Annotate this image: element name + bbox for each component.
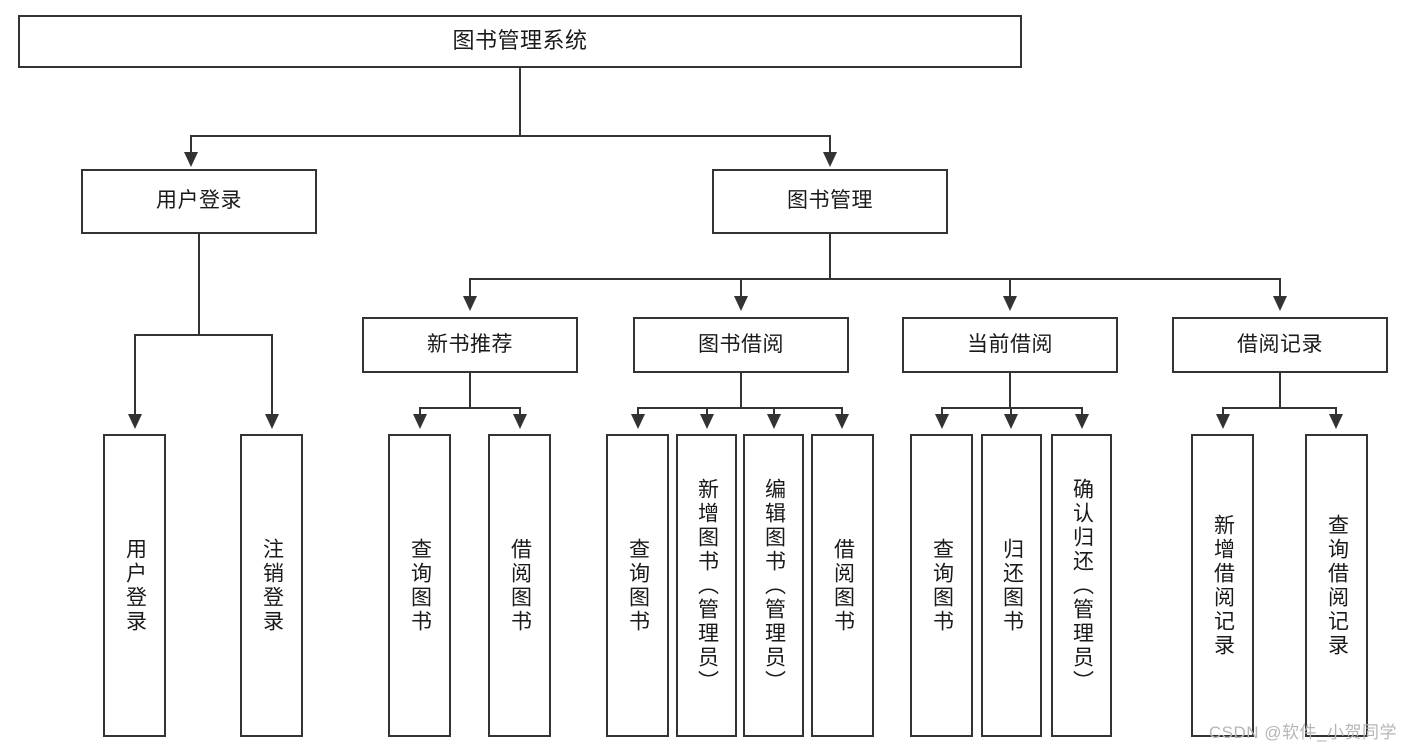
edge-cb-drop-2	[1010, 407, 1012, 417]
leaf-query-record[interactable]: 查询借阅记录	[1305, 434, 1368, 737]
node-book-manage[interactable]: 图书管理	[712, 169, 948, 234]
edge-bb-drop-1	[637, 407, 639, 417]
node-current-borrow-label: 当前借阅	[967, 332, 1053, 356]
edge-root-drop-right	[829, 135, 831, 155]
edge-nbr-stem	[469, 373, 471, 408]
leaf-add-record-label: 新增借阅记录	[1211, 513, 1235, 658]
edge-user-login-bus	[134, 334, 273, 336]
node-book-borrow-label: 图书借阅	[698, 332, 784, 356]
arrow-to-leaf-query-book-3	[935, 414, 949, 429]
arrow-to-current-borrow	[1003, 296, 1017, 311]
node-borrow-record-label: 借阅记录	[1237, 332, 1323, 356]
edge-cb-drop-1	[941, 407, 943, 417]
arrow-to-book-borrow	[734, 296, 748, 311]
edge-nbr-drop-2	[519, 407, 521, 417]
edge-br-bus	[1222, 407, 1337, 409]
arrow-to-leaf-borrow-book-1	[513, 414, 527, 429]
node-current-borrow[interactable]: 当前借阅	[902, 317, 1118, 373]
leaf-borrow-book-2-label: 借阅图书	[831, 537, 855, 634]
edge-bb-drop-3	[773, 407, 775, 417]
leaf-edit-book[interactable]: 编辑图书（管理员）	[743, 434, 804, 737]
edge-book-manage-bus	[469, 278, 1281, 280]
edge-book-manage-stem	[829, 234, 831, 279]
edge-root-drop-left	[190, 135, 192, 155]
edge-bm-drop-2	[740, 278, 742, 299]
edge-bm-drop-3	[1009, 278, 1011, 299]
node-root-label: 图书管理系统	[452, 28, 588, 54]
arrow-to-leaf-query-book-1	[413, 414, 427, 429]
leaf-confirm-return[interactable]: 确认归还（管理员）	[1051, 434, 1112, 737]
leaf-query-book-3[interactable]: 查询图书	[910, 434, 973, 737]
edge-br-drop-2	[1335, 407, 1337, 417]
leaf-query-book-2-label: 查询图书	[626, 537, 650, 634]
node-root[interactable]: 图书管理系统	[18, 15, 1022, 68]
node-borrow-record[interactable]: 借阅记录	[1172, 317, 1388, 373]
node-user-login[interactable]: 用户登录	[81, 169, 317, 234]
arrow-to-leaf-query-record	[1329, 414, 1343, 429]
arrow-to-leaf-return-book	[1004, 414, 1018, 429]
edge-br-stem	[1279, 373, 1281, 408]
edge-cb-stem	[1009, 373, 1011, 408]
node-book-manage-label: 图书管理	[787, 189, 873, 213]
watermark: CSDN @软件_小贺同学	[1208, 723, 1397, 742]
edge-cb-drop-3	[1081, 407, 1083, 417]
edge-nbr-bus	[419, 407, 521, 409]
arrow-to-leaf-add-record	[1216, 414, 1230, 429]
arrow-to-leaf-query-book-2	[631, 414, 645, 429]
arrow-to-leaf-user-login	[128, 414, 142, 429]
leaf-query-book-1[interactable]: 查询图书	[388, 434, 451, 737]
edge-user-login-drop-1	[134, 334, 136, 417]
leaf-logout-login[interactable]: 注销登录	[240, 434, 303, 737]
arrow-to-borrow-record	[1273, 296, 1287, 311]
arrow-to-leaf-borrow-book-2	[835, 414, 849, 429]
leaf-borrow-book-1-label: 借阅图书	[508, 537, 532, 634]
arrow-to-new-book-recommend	[463, 296, 477, 311]
edge-user-login-stem	[198, 234, 200, 335]
edge-root-stem	[519, 68, 521, 136]
arrow-to-leaf-edit-book	[767, 414, 781, 429]
leaf-return-book[interactable]: 归还图书	[981, 434, 1042, 737]
leaf-borrow-book-1[interactable]: 借阅图书	[488, 434, 551, 737]
edge-user-login-drop-2	[271, 334, 273, 417]
arrow-to-leaf-add-book	[700, 414, 714, 429]
leaf-add-record[interactable]: 新增借阅记录	[1191, 434, 1254, 737]
leaf-query-book-2[interactable]: 查询图书	[606, 434, 669, 737]
edge-bb-stem	[740, 373, 742, 408]
node-book-borrow[interactable]: 图书借阅	[633, 317, 849, 373]
node-new-book-recommend-label: 新书推荐	[427, 332, 513, 356]
leaf-query-book-1-label: 查询图书	[408, 537, 432, 634]
edge-bb-drop-2	[706, 407, 708, 417]
edge-nbr-drop-1	[419, 407, 421, 417]
leaf-edit-book-label: 编辑图书（管理员）	[762, 477, 786, 694]
edge-br-drop-1	[1222, 407, 1224, 417]
arrow-to-leaf-logout-login	[265, 414, 279, 429]
leaf-query-record-label: 查询借阅记录	[1325, 513, 1349, 658]
node-user-login-label: 用户登录	[156, 189, 242, 213]
arrow-to-book-manage	[823, 152, 837, 167]
leaf-add-book[interactable]: 新增图书（管理员）	[676, 434, 737, 737]
arrow-to-leaf-confirm-return	[1075, 414, 1089, 429]
leaf-query-book-3-label: 查询图书	[930, 537, 954, 634]
edge-bb-bus	[637, 407, 842, 409]
edge-root-bus	[190, 135, 831, 137]
leaf-user-login-label: 用户登录	[123, 537, 147, 634]
edge-bb-drop-4	[841, 407, 843, 417]
arrow-to-user-login	[184, 152, 198, 167]
leaf-user-login[interactable]: 用户登录	[103, 434, 166, 737]
leaf-logout-login-label: 注销登录	[260, 537, 284, 634]
leaf-confirm-return-label: 确认归还（管理员）	[1070, 477, 1094, 694]
edge-bm-drop-1	[469, 278, 471, 299]
node-new-book-recommend[interactable]: 新书推荐	[362, 317, 578, 373]
edge-bm-drop-4	[1279, 278, 1281, 299]
leaf-add-book-label: 新增图书（管理员）	[695, 477, 719, 694]
leaf-return-book-label: 归还图书	[1000, 537, 1024, 634]
leaf-borrow-book-2[interactable]: 借阅图书	[811, 434, 874, 737]
